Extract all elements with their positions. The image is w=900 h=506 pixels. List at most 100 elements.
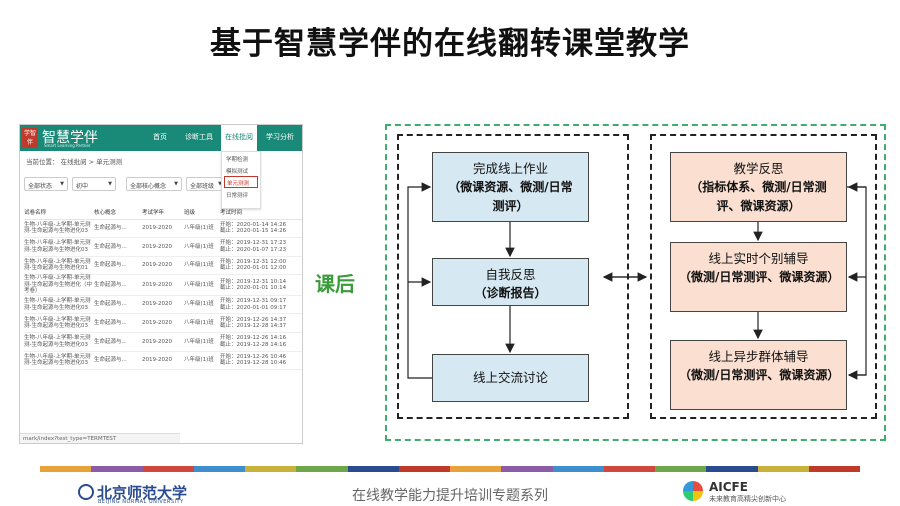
exam-start-time: 开始：2019-12-31 12:00 — [220, 258, 287, 265]
cell-school-year: 2019-2020 — [142, 237, 184, 257]
cell-core-concept: 生命起源与... — [94, 256, 142, 276]
class-select[interactable]: 全部班级▼ — [186, 177, 226, 191]
chevron-down-icon: ▼ — [218, 181, 222, 187]
cell-paper-name[interactable]: 生物-八年级-上学期-单元测测-生命起源与生物进化03 — [24, 295, 94, 315]
cell-paper-name[interactable]: 生物-八年级-上学期-单元测测-生命起源与生物进化03 — [24, 313, 94, 333]
university-name: 北京师范大学 — [97, 484, 188, 502]
exam-table: 试卷名称 核心概念 考试学年 班级 考试时间 生物-八年级-上学期-单元测测-生… — [24, 205, 302, 371]
cell-school-year: 2019-2020 — [142, 295, 184, 315]
brand-subtitle: Smart Learning Partner — [44, 143, 91, 148]
filter-bar: 全部状态▼ 初中▼ 全部核心概念▼ 全部班级▼ — [24, 177, 300, 191]
cell-school-year: 2019-2020 — [142, 351, 184, 371]
org-name: AICFE — [709, 480, 748, 494]
cell-paper-name[interactable]: 生物-八年级-上学期-单元测测-生命起源与生物进化01 — [24, 256, 94, 276]
exam-end-time: 截止：2019-12-28 14:37 — [220, 323, 287, 330]
col-paper-name: 试卷名称 — [24, 205, 94, 220]
nav-online-review[interactable]: 在线批阅 — [221, 125, 257, 151]
stripe-segment — [808, 466, 860, 472]
nav-diagnosis-tools[interactable]: 诊断工具 — [185, 133, 213, 141]
cell-school-year: 2019-2020 — [142, 274, 184, 296]
after-class-label: 课后 — [315, 272, 355, 296]
cell-class: 八年级(1)班 — [184, 237, 220, 257]
status-select[interactable]: 全部状态▼ — [24, 177, 68, 191]
cell-paper-name[interactable]: 生物-八年级-上学期-单元测测-生命起源与生物进化03 — [24, 351, 94, 371]
concept-select[interactable]: 全部核心概念▼ — [126, 177, 182, 191]
exam-start-time: 开始：2019-12-26 14:37 — [220, 316, 287, 323]
chevron-down-icon: ▼ — [108, 181, 112, 187]
task-box-teaching-reflection: 教学反思 （指标体系、微测/日常测评、微课资源） — [670, 152, 847, 222]
cell-core-concept: 生命起源与... — [94, 237, 142, 257]
flow-diagram-frame — [385, 124, 886, 441]
menu-item-term-test[interactable]: 学期检测 — [226, 157, 249, 163]
stripe-segment — [245, 466, 297, 472]
stripe-segment — [398, 466, 450, 472]
cell-school-year: 2019-2020 — [142, 313, 184, 333]
cell-core-concept: 生命起源与... — [94, 295, 142, 315]
col-class: 班级 — [184, 205, 220, 220]
nav-learning-analysis[interactable]: 学习分析 — [266, 133, 294, 141]
stripe-segment — [501, 466, 553, 472]
exam-start-time: 开始：2020-01-14 14:26 — [220, 221, 287, 228]
table-row[interactable]: 生物-八年级-上学期-单元测测-生命起源与生物进化（中考卷）生命起源与...20… — [24, 274, 302, 296]
chevron-down-icon: ▼ — [60, 181, 64, 187]
cell-class: 八年级(1)班 — [184, 313, 220, 333]
cell-class: 八年级(1)班 — [184, 274, 220, 296]
menu-item-daily-test[interactable]: 日常测评 — [226, 193, 249, 199]
task-box-discussion: 线上交流讨论 — [432, 354, 589, 402]
stripe-segment — [706, 466, 758, 472]
cell-core-concept: 生命起源与... — [94, 274, 142, 296]
cell-paper-name[interactable]: 生物-八年级-上学期-单元测测-生命起源与生物进化（中考卷） — [24, 274, 94, 296]
stripe-segment — [296, 466, 348, 472]
aicfe-logo-icon — [683, 481, 703, 501]
exam-end-time: 截止：2020-01-01 10:14 — [220, 285, 287, 292]
col-school-year: 考试学年 — [142, 205, 184, 220]
grade-select[interactable]: 初中▼ — [72, 177, 116, 191]
chevron-down-icon: ▼ — [174, 181, 178, 187]
stripe-segment — [347, 466, 399, 472]
stripe-segment — [552, 466, 604, 472]
menu-item-unit-test[interactable]: 单元测测 — [224, 176, 258, 188]
table-header-row: 试卷名称 核心概念 考试学年 班级 考试时间 — [24, 205, 302, 220]
cell-core-concept: 生命起源与... — [94, 313, 142, 333]
teacher-group-frame — [650, 134, 877, 419]
cell-school-year: 2019-2020 — [142, 332, 184, 352]
stripe-segment — [193, 466, 245, 472]
exam-start-time: 开始：2019-12-31 10:14 — [220, 278, 287, 285]
stripe-segment — [757, 466, 809, 472]
cell-class: 八年级(1)班 — [184, 295, 220, 315]
task-box-self-reflection: 自我反思 （诊断报告） — [432, 258, 589, 306]
cell-class: 八年级(1)班 — [184, 332, 220, 352]
menu-item-mock-test[interactable]: 模拟测试 — [226, 169, 249, 175]
cell-paper-name[interactable]: 生物-八年级-上学期-单元测测-生命起源与生物进化03 — [24, 237, 94, 257]
task-box-homework: 完成线上作业 （微课资源、微测/日常测评） — [432, 152, 589, 222]
university-name-en: BEIJING NORMAL UNIVERSITY — [98, 499, 184, 505]
task-box-group-tutoring: 线上异步群体辅导 （微测/日常测评、微课资源） — [670, 340, 847, 410]
cell-paper-name[interactable]: 生物-八年级-上学期-单元测测-生命起源与生物进化03 — [24, 332, 94, 352]
nav-home[interactable]: 首页 — [153, 133, 167, 141]
stripe-segment — [142, 466, 194, 472]
stripe-segment — [603, 466, 655, 472]
task-box-individual-tutoring: 线上实时个别辅导 （微测/日常测评、微课资源） — [670, 242, 847, 312]
exam-end-time: 截止：2020-01-01 12:00 — [220, 265, 287, 272]
stripe-segment — [91, 466, 143, 472]
cell-core-concept: 生命起源与... — [94, 219, 142, 239]
status-url: mark/index?test_type=TERMTEST — [20, 433, 180, 443]
cell-paper-name[interactable]: 生物-八年级-上学期-单元测测-生命起源与生物进化03 — [24, 219, 94, 239]
stripe-segment — [450, 466, 502, 472]
bnu-logo-icon — [78, 484, 94, 500]
cell-class: 八年级(1)班 — [184, 256, 220, 276]
